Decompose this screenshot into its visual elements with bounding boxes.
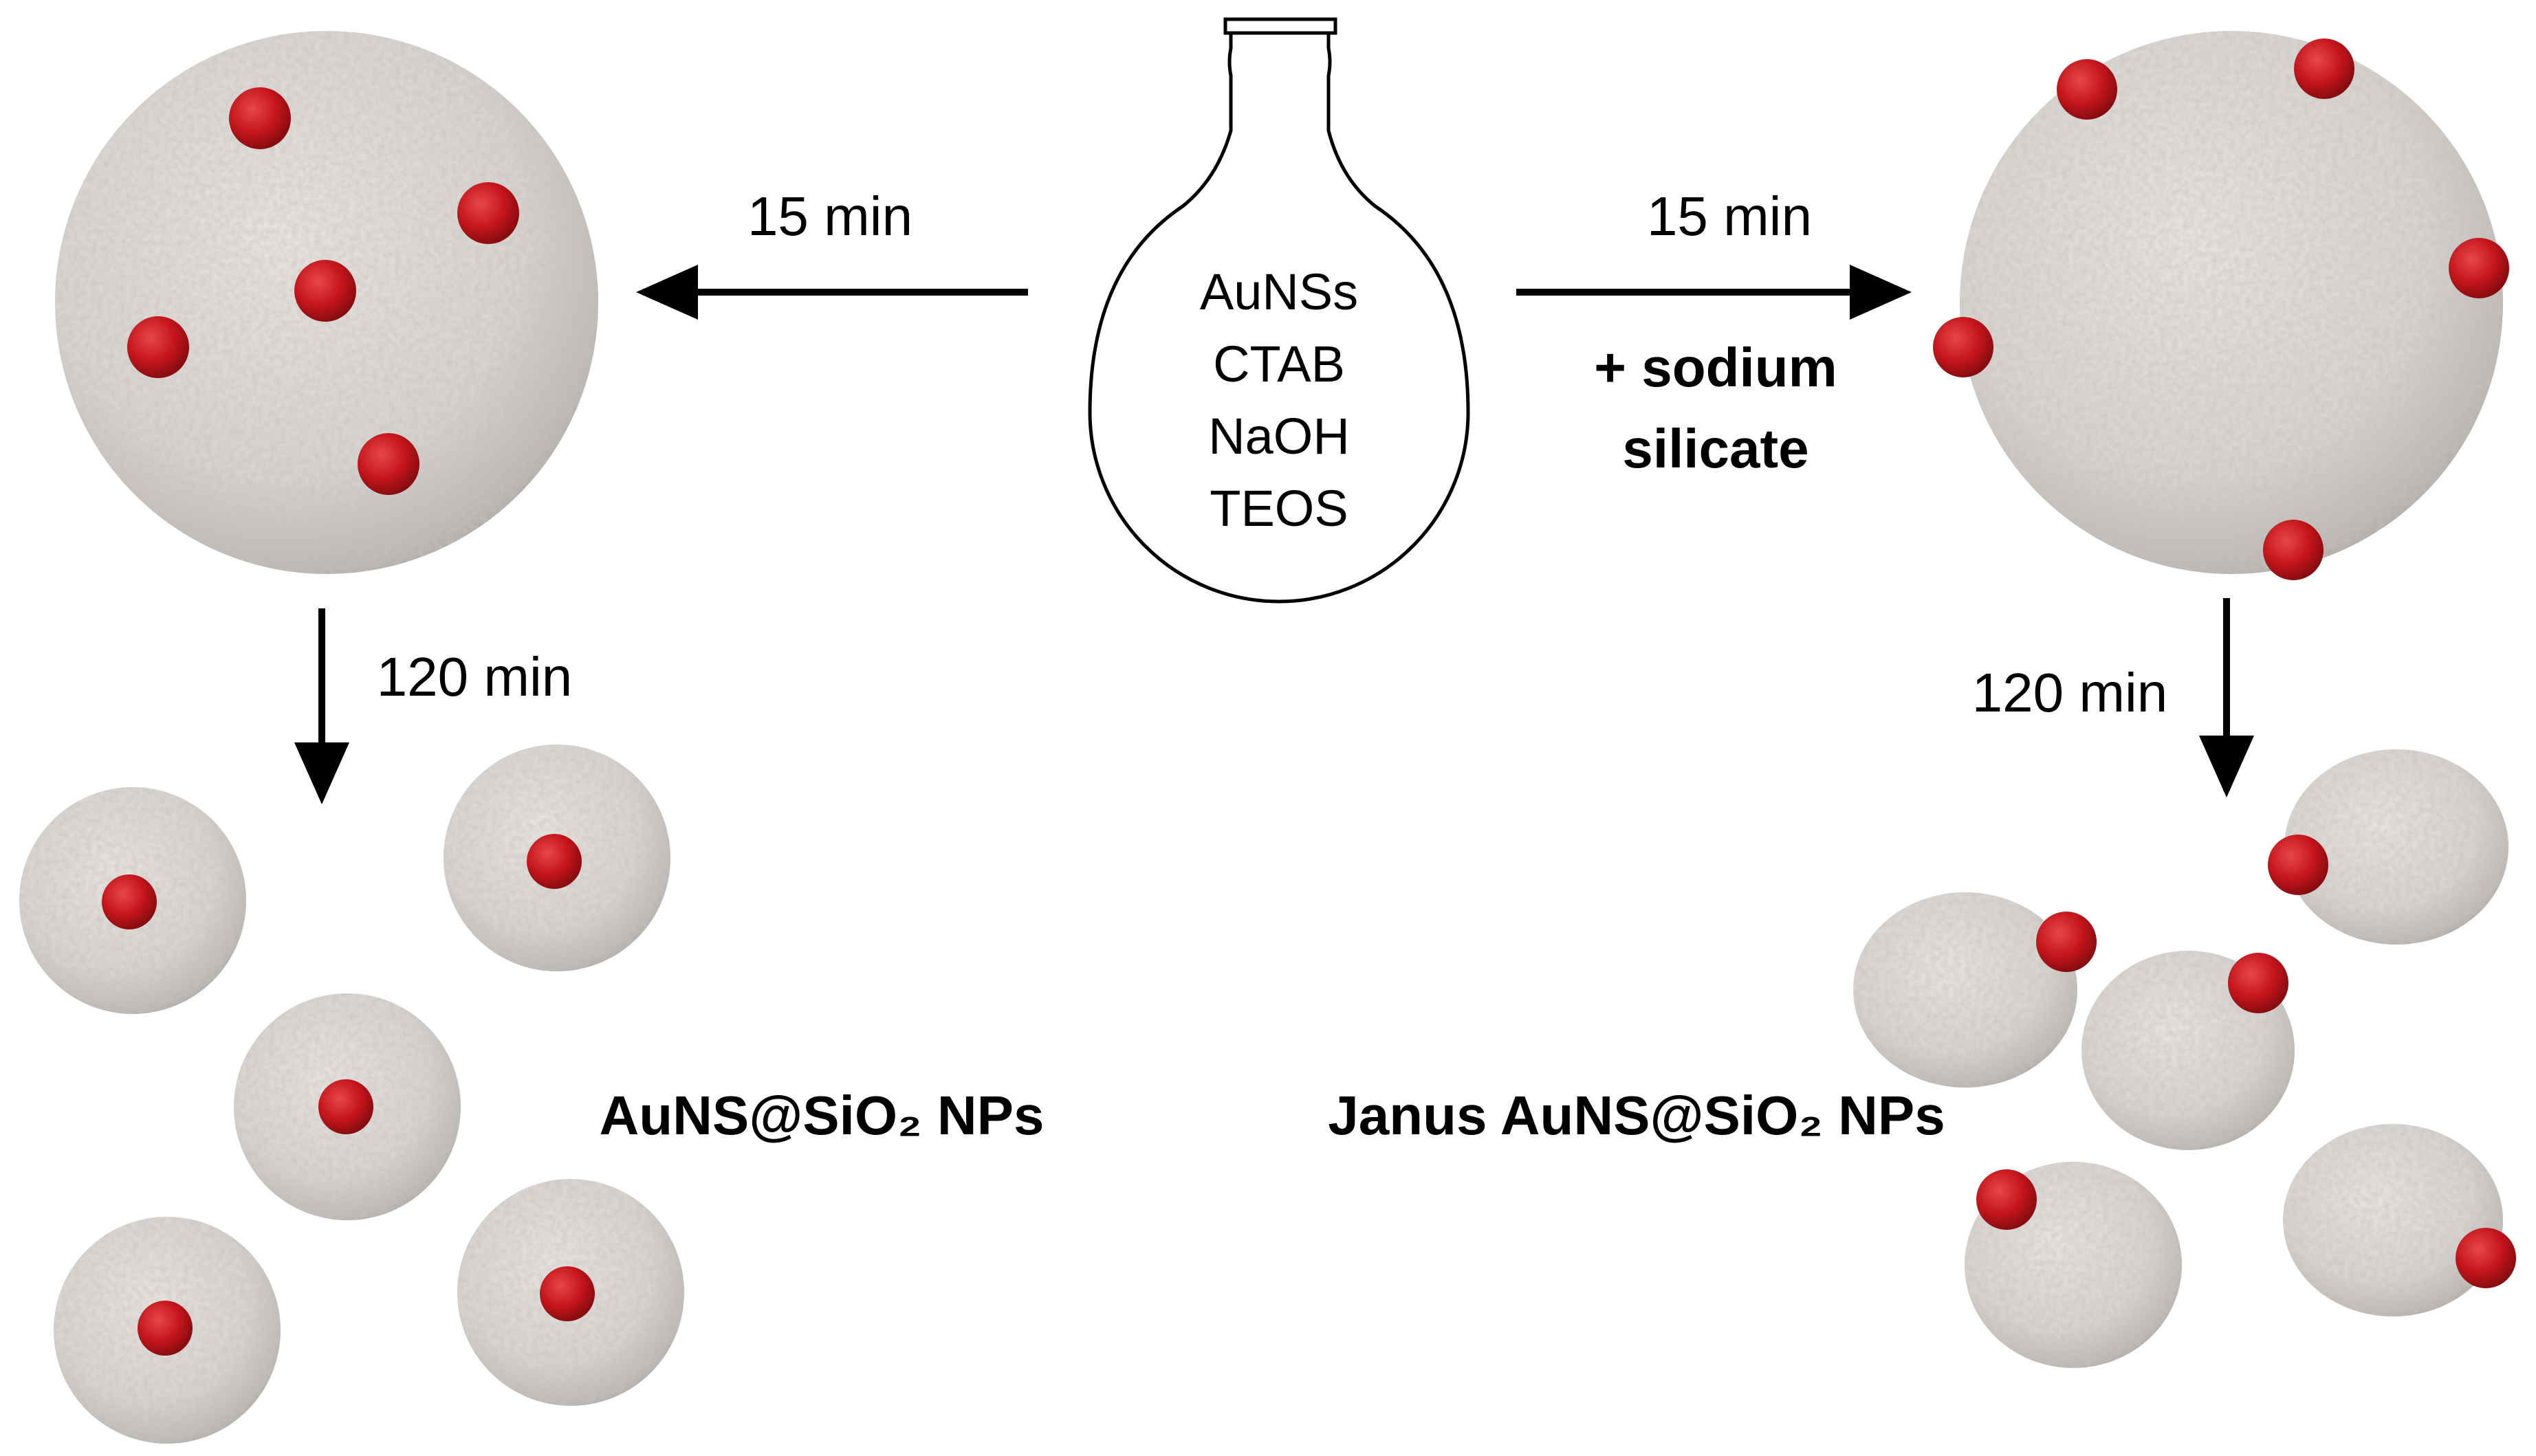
right-time-label: 15 min bbox=[1647, 186, 1812, 247]
right-down-time-label: 120 min bbox=[1972, 662, 2168, 723]
gold-core bbox=[2449, 238, 2509, 298]
gold-core bbox=[2456, 1228, 2516, 1288]
gold-core bbox=[2263, 520, 2324, 580]
left-time-label: 15 min bbox=[747, 186, 912, 247]
gold-core bbox=[294, 260, 356, 322]
gold-core bbox=[2057, 59, 2117, 120]
large-silica-sphere-right bbox=[1933, 31, 2509, 580]
left-product-label: AuNS@SiO₂ NPs bbox=[600, 1085, 1045, 1146]
coreshell-particle bbox=[457, 1179, 684, 1406]
gold-core bbox=[127, 316, 189, 378]
right-product-label: Janus AuNS@SiO₂ NPs bbox=[1328, 1085, 1945, 1146]
flask-neck-joint bbox=[1223, 17, 1337, 35]
janus-particle bbox=[1853, 892, 2097, 1088]
gold-core bbox=[527, 834, 582, 889]
gold-core bbox=[229, 87, 291, 149]
gold-core bbox=[540, 1266, 595, 1321]
flask-content-1: AuNSs bbox=[1200, 263, 1358, 320]
left-down-time-label: 120 min bbox=[377, 646, 573, 707]
gold-core bbox=[2294, 38, 2354, 99]
janus-particle bbox=[2283, 1124, 2516, 1316]
janus-particle bbox=[2081, 951, 2295, 1150]
flask-content-3: NaOH bbox=[1208, 408, 1350, 465]
coreshell-particle bbox=[19, 787, 246, 1014]
flask-body bbox=[1088, 33, 1470, 604]
coreshell-particle bbox=[234, 993, 461, 1220]
silica-shell bbox=[2283, 1124, 2503, 1316]
large-silica-sphere-left bbox=[55, 31, 598, 574]
gold-core bbox=[2228, 953, 2288, 1013]
round-bottom-flask: AuNSs CTAB NaOH TEOS bbox=[1088, 17, 1470, 604]
janus-particle bbox=[1965, 1162, 2182, 1368]
flask-content-2: CTAB bbox=[1213, 335, 1345, 393]
gold-core bbox=[102, 874, 157, 929]
gold-core bbox=[318, 1079, 373, 1134]
coreshell-particle bbox=[444, 744, 670, 971]
janus-particle bbox=[2268, 749, 2508, 945]
additive-label-line2: silicate bbox=[1622, 418, 1808, 479]
gold-core bbox=[2268, 835, 2328, 895]
gold-core bbox=[2036, 912, 2097, 972]
additive-label-line1: + sodium bbox=[1594, 337, 1837, 398]
gold-core bbox=[358, 433, 419, 495]
silica-shell bbox=[2284, 749, 2508, 945]
gold-core bbox=[138, 1301, 193, 1356]
gold-core bbox=[457, 182, 519, 244]
silica-shell bbox=[1960, 31, 2503, 574]
flask-content-4: TEOS bbox=[1210, 480, 1348, 537]
gold-core bbox=[1976, 1169, 2037, 1230]
silica-shell bbox=[1853, 892, 2077, 1088]
coreshell-particle bbox=[54, 1217, 281, 1444]
gold-core bbox=[1933, 317, 1993, 377]
